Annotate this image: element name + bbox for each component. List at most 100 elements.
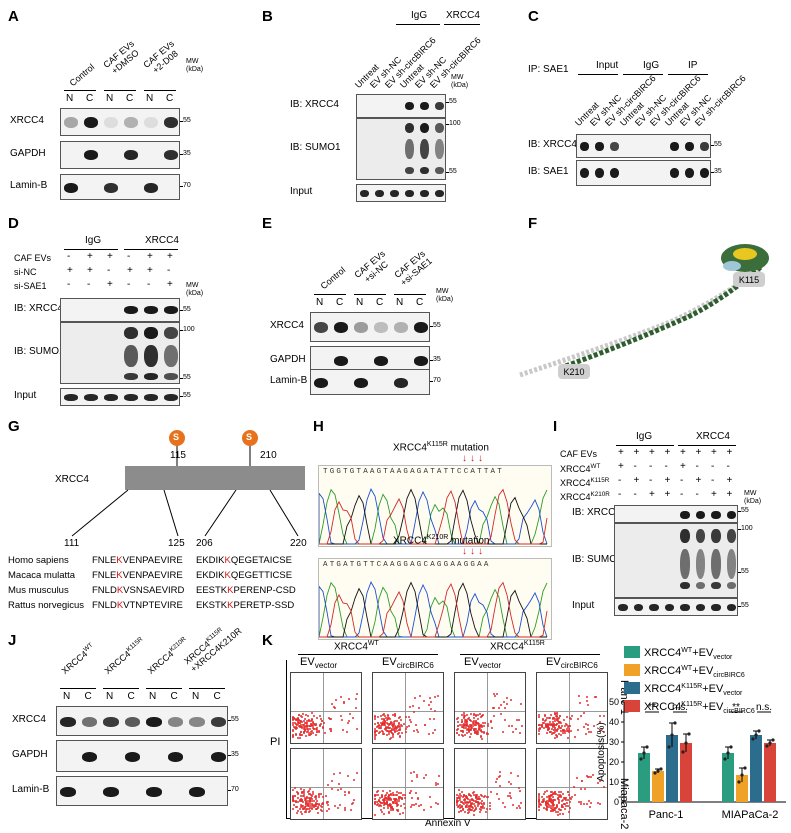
event-dot [390,731,393,734]
y-axis-label: PI [270,736,281,748]
event-dot [300,790,303,793]
event-dot [456,804,458,806]
blot-band [726,604,736,611]
event-dot [485,807,488,810]
mutation-title: XRCC4K210R mutation [393,534,490,547]
fraction-label: N [149,691,157,702]
event-dot [458,804,461,807]
event-dot [395,797,398,800]
event-dot [520,724,523,727]
condition-value: + [147,265,153,276]
event-dot [538,716,540,719]
event-dot [556,717,559,720]
event-dot [542,727,545,729]
event-dot [472,717,475,720]
event-dot [563,798,566,801]
event-dot [477,803,480,805]
group-underline [64,249,118,250]
event-dot [565,727,568,730]
event-dot [503,700,506,703]
range-end: 220 [290,538,307,549]
event-dot [293,725,296,728]
condition-value: + [167,279,173,290]
flow-plot [454,748,526,820]
chromatogram-sequence: ATGATGTTCAAGGAGCAGGAAGGAA [323,561,491,569]
event-dot [320,792,323,795]
event-dot [463,726,466,729]
event-dot [549,805,552,807]
fraction-label: C [376,297,384,308]
event-dot [552,726,555,729]
quadrant-line [455,711,525,712]
event-dot [403,806,406,809]
event-dot [395,802,398,805]
condition-value: + [664,447,671,458]
mutation-title: XRCC4K115R mutation [393,441,489,454]
event-dot [546,808,549,811]
column-label: EVvector [464,656,502,671]
event-dot [546,795,549,798]
mw-header: MW(kDa) [744,490,762,505]
event-dot [474,719,477,722]
event-dot [473,800,476,803]
condition-value: + [633,475,640,486]
condition-label: XRCC4WT [560,463,601,474]
event-dot [374,731,376,734]
condition-value: - [649,461,653,472]
data-point [642,751,646,755]
event-dot [456,793,458,796]
event-dot [310,731,313,733]
group-underline [103,688,139,689]
event-dot [458,811,461,814]
event-dot [559,809,561,812]
event-dot [293,787,296,790]
flow-plot [290,748,362,820]
event-dot [392,798,395,801]
event-dot [556,798,559,801]
condition-value: - [147,279,151,290]
data-point [743,766,747,770]
event-dot [598,729,601,732]
event-dot [587,724,590,727]
event-dot [374,735,376,738]
condition-value: + [726,489,733,500]
mw-marker: 70 [433,377,441,384]
event-dot [464,798,467,800]
event-dot [538,732,540,735]
blot-strip [60,174,180,200]
event-dot [403,722,406,725]
event-dot [298,724,301,727]
column-label: EVvector [300,656,338,671]
event-dot [501,730,504,733]
event-dot [465,732,468,735]
blot-band [695,549,705,579]
group-underline [298,654,438,655]
event-dot [549,794,552,797]
event-dot [559,733,562,736]
data-point [653,771,657,775]
event-dot [545,799,548,802]
event-dot [598,779,601,782]
chromatogram-trace [319,581,548,638]
event-dot [487,733,490,735]
event-dot [499,775,501,777]
event-dot [518,806,521,809]
event-dot [456,798,458,801]
event-dot [417,706,420,709]
mw-header: MW(kDa) [186,58,204,73]
blot-strip [60,322,180,384]
event-dot [402,802,405,805]
blot-band [64,394,78,401]
event-dot [473,793,476,796]
event-dot [298,736,301,739]
event-dot [459,803,462,806]
event-dot [328,808,331,811]
event-dot [409,705,411,708]
event-dot [303,795,305,797]
event-dot [310,804,313,807]
event-dot [333,707,336,709]
event-dot [310,795,313,798]
blot-band [167,717,183,727]
sequence-segment: FNLEKVENPAEVIRE [92,570,183,581]
event-dot [549,790,552,793]
